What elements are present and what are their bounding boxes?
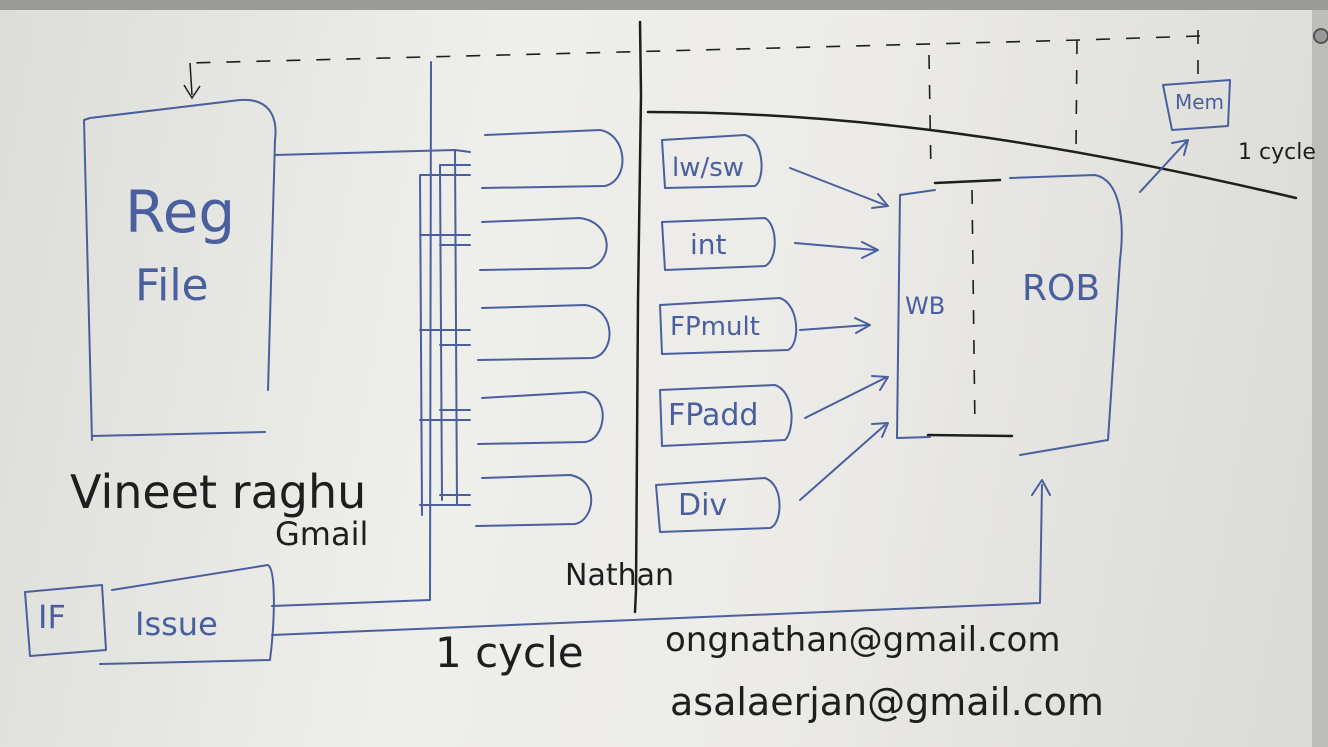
cdb-line — [646, 110, 1298, 200]
rs-3 — [477, 304, 611, 361]
fu-label-fpmult: FPmult — [670, 312, 760, 342]
fu-5 — [655, 477, 781, 533]
fu-arrow-3 — [799, 317, 871, 334]
fu-label-lwsw: lw/sw — [672, 153, 745, 183]
wb-box — [896, 189, 936, 439]
dashed-drop-1 — [928, 54, 932, 176]
fu-2 — [661, 217, 776, 271]
name-gmail: Gmail — [275, 515, 369, 553]
wb-label: WB — [905, 292, 946, 320]
regfile-label-reg: Reg — [125, 178, 236, 246]
rs-4 — [477, 391, 604, 445]
board-frame-top — [0, 0, 1328, 10]
feedback-arrow — [183, 62, 201, 100]
fu-label-int: int — [690, 228, 727, 261]
rs-1 — [481, 129, 624, 189]
mem-label: Mem — [1175, 90, 1225, 114]
bus-lines — [419, 149, 471, 516]
fu-label-div: Div — [678, 488, 728, 523]
wb-bottom-bar — [926, 433, 1014, 438]
cycle-label-bottom: 1 cycle — [435, 628, 584, 677]
rs-2 — [479, 217, 608, 271]
name-nathan: Nathan — [565, 558, 674, 593]
wb-top-bar — [933, 178, 1002, 185]
fu-arrow-2 — [794, 241, 879, 259]
fu-1 — [661, 134, 763, 189]
fu-arrow-5 — [799, 422, 889, 501]
if-label: IF — [38, 598, 66, 636]
fu-arrow-4 — [804, 375, 889, 419]
issue-box — [99, 564, 275, 665]
regfile-out — [274, 149, 471, 156]
name-vineet: Vineet raghu — [70, 465, 367, 519]
rob-label: ROB — [1022, 268, 1101, 309]
issue-label: Issue — [135, 605, 218, 643]
dashed-feedback — [189, 35, 1201, 64]
board-frame-right — [1312, 10, 1328, 747]
regfile-label-file: File — [135, 260, 209, 311]
mem-arrow — [1139, 139, 1189, 193]
stage-divider — [633, 20, 643, 614]
fu-4 — [659, 384, 793, 447]
dashed-wb-rob — [971, 189, 976, 431]
rs-5 — [475, 474, 593, 527]
cycle-label-top: 1 cycle — [1238, 140, 1316, 165]
fu-arrow-1 — [789, 167, 889, 209]
fu-3 — [659, 297, 798, 355]
fu-label-fpadd: FPadd — [668, 398, 759, 433]
email-1: ongnathan@gmail.com — [665, 620, 1061, 660]
regfile-box — [83, 98, 277, 441]
dashed-drop-2 — [1075, 39, 1078, 151]
issue-to-rob — [271, 479, 1051, 636]
rob-box — [1009, 174, 1123, 456]
mem-box — [1162, 79, 1231, 131]
issue-to-bus — [271, 61, 432, 607]
email-2: asalaerjan@gmail.com — [670, 680, 1104, 724]
if-box — [24, 584, 107, 657]
